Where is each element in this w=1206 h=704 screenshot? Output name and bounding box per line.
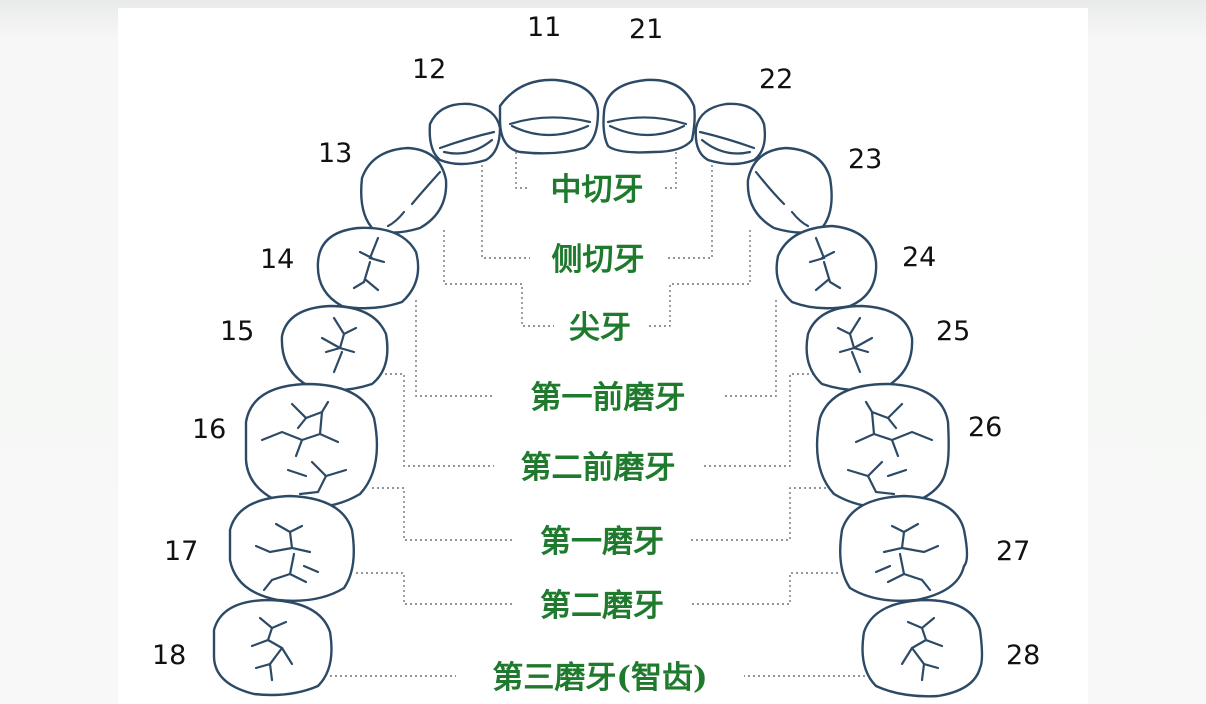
tooth-number-26: 26 — [968, 412, 1002, 443]
label-first-premolar: 第一前磨牙 — [531, 380, 686, 416]
tooth-number-21: 21 — [629, 14, 663, 45]
tooth-12 — [428, 102, 502, 166]
tooth-number-13: 13 — [318, 138, 352, 169]
leader-second-premolar-left — [380, 373, 494, 467]
label-second-molar: 第二磨牙 — [540, 588, 664, 624]
tooth-number-12: 12 — [412, 54, 446, 85]
leader-first-molar-left — [372, 487, 514, 541]
label-first-molar: 第一磨牙 — [540, 524, 664, 560]
leader-lateral-incisor-right — [666, 160, 713, 259]
tooth-23 — [746, 146, 833, 234]
label-central-incisor: 中切牙 — [551, 172, 644, 208]
tooth-14 — [316, 226, 420, 310]
tooth-type-labels: 中切牙 侧切牙 尖牙 第一前磨牙 第二前磨牙 第一磨牙 第二磨牙 第三磨牙(智齿… — [492, 172, 707, 696]
tooth-number-18: 18 — [152, 640, 186, 671]
leader-first-premolar-left — [415, 300, 494, 397]
tooth-number-22: 22 — [759, 64, 793, 95]
tooth-18 — [212, 598, 333, 697]
tooth-27 — [839, 494, 969, 602]
leader-lines — [330, 152, 870, 677]
tooth-24 — [775, 224, 878, 310]
leader-first-premolar-right — [722, 300, 777, 397]
leader-second-molar-right — [690, 572, 838, 605]
tooth-number-15: 15 — [220, 316, 254, 347]
tooth-number-11: 11 — [527, 12, 561, 43]
tooth-number-14: 14 — [260, 244, 294, 275]
tooth-number-23: 23 — [848, 144, 882, 175]
label-lateral-incisor: 侧切牙 — [552, 242, 645, 278]
label-canine: 尖牙 — [569, 310, 631, 346]
tooth-number-28: 28 — [1006, 640, 1040, 671]
leader-lateral-incisor-left — [481, 160, 530, 259]
leader-central-incisor-right — [664, 152, 677, 189]
tooth-15 — [280, 304, 389, 392]
tooth-number-16: 16 — [192, 414, 226, 445]
tooth-28 — [861, 598, 984, 698]
tooth-22 — [694, 102, 767, 166]
tooth-16 — [244, 382, 379, 509]
tooth-25 — [805, 304, 914, 392]
tooth-number-17: 17 — [164, 536, 198, 567]
leader-second-premolar-right — [702, 373, 814, 467]
label-second-premolar: 第二前磨牙 — [521, 450, 676, 486]
tooth-number-24: 24 — [902, 242, 936, 273]
tooth-number-25: 25 — [936, 316, 970, 347]
tooth-numbers: 11 21 12 22 13 23 14 24 15 25 16 26 17 2… — [152, 12, 1040, 671]
tooth-17 — [228, 494, 355, 602]
leader-second-molar-left — [356, 572, 514, 605]
leader-first-molar-right — [690, 487, 826, 541]
tooth-26 — [815, 382, 950, 509]
tooth-number-27: 27 — [996, 536, 1030, 567]
leader-central-incisor-left — [515, 152, 530, 189]
leader-canine-left — [443, 230, 554, 327]
tooth-11 — [498, 78, 600, 155]
tooth-13 — [360, 146, 448, 234]
label-third-molar: 第三磨牙(智齿) — [492, 660, 707, 696]
leader-canine-right — [646, 230, 751, 327]
tooth-21 — [602, 78, 696, 154]
